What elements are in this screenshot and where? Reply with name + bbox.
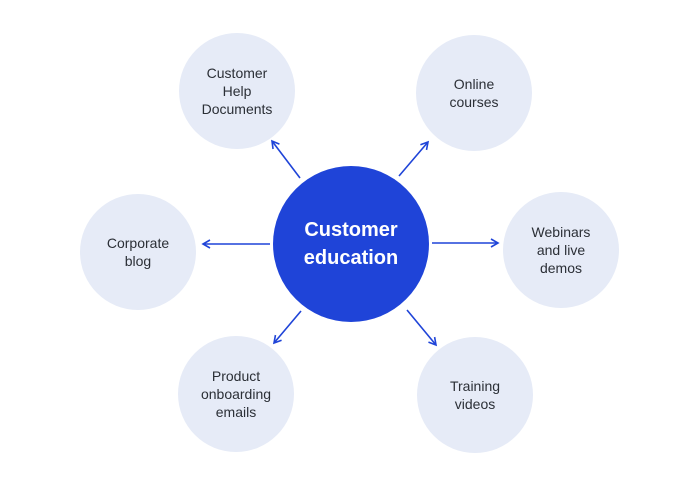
node-label-line: Online	[453, 76, 495, 92]
node-webinars-and-live-demos: Webinars and live demos	[503, 192, 619, 308]
node-label-line: emails	[215, 404, 257, 420]
node-label-line: Product	[211, 368, 261, 384]
node-label-line: Documents	[201, 101, 273, 117]
node-label-line: demos	[539, 260, 582, 276]
hub-label-line1: Customer	[304, 219, 398, 241]
arrow-to-online	[398, 140, 430, 177]
arrow-to-help	[271, 139, 301, 179]
arrow-to-training	[406, 309, 438, 347]
hub-customer-education: Customer education	[273, 166, 429, 322]
node-customer-help-documents: Customer Help Documents	[179, 33, 295, 149]
node-corporate-blog: Corporate blog	[80, 194, 196, 310]
node-label-line: Customer	[206, 65, 268, 81]
arrow-to-product	[272, 310, 302, 345]
node-training-videos: Training videos	[417, 337, 533, 453]
node-online-courses: Online courses	[416, 35, 532, 151]
node-label-line: and live	[536, 242, 586, 258]
node-label-line: blog	[124, 253, 152, 269]
node-label-line: Help	[222, 83, 252, 99]
node-label-line: Training	[449, 378, 501, 394]
node-label-line: Corporate	[106, 235, 170, 251]
node-label-line: Webinars	[531, 224, 591, 240]
node-label-line: videos	[454, 396, 496, 412]
hub-label-line2: education	[303, 247, 399, 269]
node-product-onboarding-emails: Product onboarding emails	[178, 336, 294, 452]
node-label-line: courses	[449, 94, 499, 110]
node-label-line: onboarding	[200, 386, 272, 402]
